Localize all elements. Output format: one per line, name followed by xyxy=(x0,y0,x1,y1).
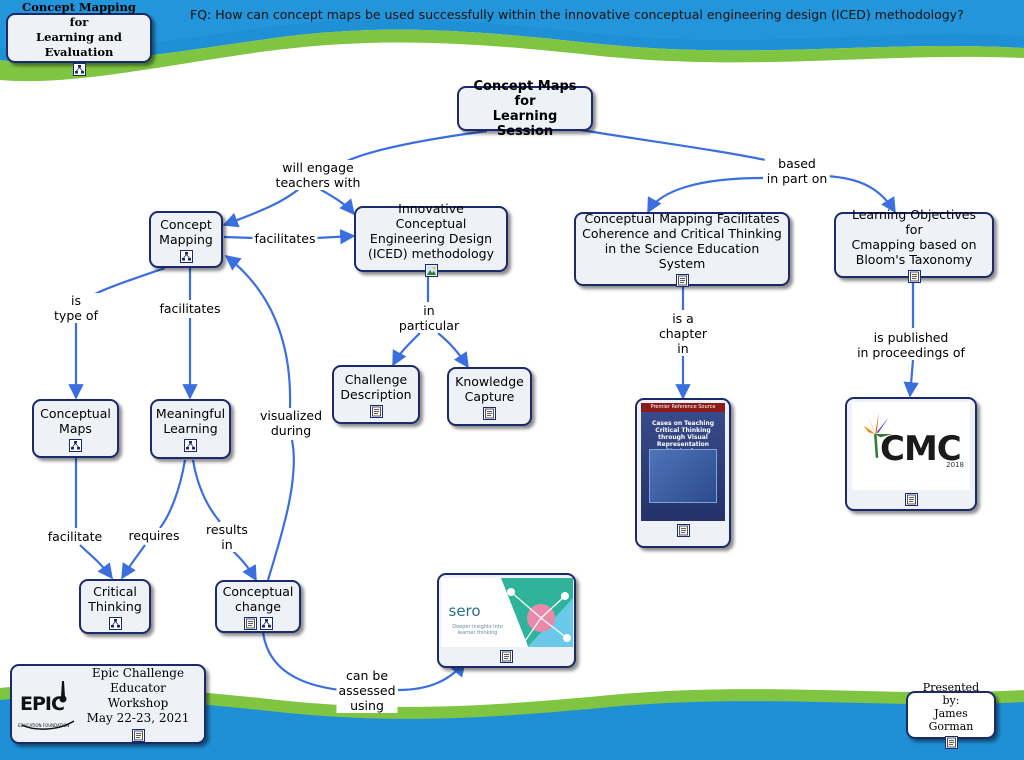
meaningful-label: Meaningful Learning xyxy=(155,406,226,436)
link-results-change xyxy=(231,549,257,582)
document-icon[interactable] xyxy=(907,270,921,283)
epic-logo: EPIC EDUCATION FOUNDATION xyxy=(18,677,78,731)
sero-tagline: Deeper insights into learner thinking xyxy=(452,624,503,636)
conceptual-maps-label: Conceptual Maps xyxy=(40,405,111,436)
link-label-requires: requires xyxy=(126,528,182,543)
document-icon[interactable] xyxy=(944,736,958,749)
cmc-logo: CMC 2018 xyxy=(852,402,970,490)
document-icon[interactable] xyxy=(904,493,918,506)
link-facilitates-iced xyxy=(315,229,356,245)
link-published-cmc xyxy=(903,359,919,398)
document-icon[interactable] xyxy=(676,524,690,537)
root-node-label: Concept Maps for Learning Session xyxy=(473,78,577,139)
link-will-engage-iced xyxy=(317,187,355,216)
link-label-visualized: visualized during xyxy=(257,408,325,438)
concept-map-icon[interactable] xyxy=(259,616,273,630)
sero-logo-text: sero xyxy=(448,602,481,620)
document-icon[interactable] xyxy=(675,274,689,287)
title-node-label: Concept Mapping for Learning and Evaluat… xyxy=(22,0,136,59)
meaningful-learning-node[interactable]: Meaningful Learning xyxy=(150,399,231,459)
sero-node[interactable]: sero Deeper insights into learner thinki… xyxy=(437,573,576,668)
objectives-node[interactable]: Learning Objectives for Cmapping based o… xyxy=(834,207,994,283)
concept-mapping-label: Concept Mapping xyxy=(159,216,213,247)
epic-logo-sub: EDUCATION FOUNDATION xyxy=(18,723,70,728)
iced-node[interactable]: Innovative Conceptual Engineering Design… xyxy=(354,201,508,277)
link-change-assessed xyxy=(261,631,341,692)
coherence-label: Conceptual Mapping Facilitates Coherence… xyxy=(582,211,782,271)
objectives-label: Learning Objectives for Cmapping based o… xyxy=(851,207,977,267)
document-icon[interactable] xyxy=(243,616,257,630)
epic-logo-text: EPIC xyxy=(20,693,65,715)
concept-map-icon[interactable] xyxy=(72,63,86,76)
link-change-visualized xyxy=(266,439,295,581)
link-ml-results xyxy=(191,459,221,523)
presenter-label: Presented by: James Gorman xyxy=(922,681,980,733)
critical-label: Critical Thinking xyxy=(88,583,142,614)
bird-of-paradise-icon xyxy=(863,411,893,458)
book-publisher-banner: Premier Reference Source xyxy=(641,403,725,412)
concept-map-icon[interactable] xyxy=(108,616,122,630)
conceptual-change-label: Conceptual change xyxy=(222,583,294,614)
link-label-facilitates-ml: facilitates xyxy=(157,301,223,316)
document-icon[interactable] xyxy=(369,404,383,418)
focus-question: FQ: How can concept maps be used success… xyxy=(190,7,964,22)
sero-banner: sero Deeper insights into learner thinki… xyxy=(440,578,573,647)
link-label-results-in: results in xyxy=(204,522,250,552)
link-label-published: is published in proceedings of xyxy=(855,330,967,360)
link-label-is-type-of: is type of xyxy=(52,293,100,323)
link-inpart-challenge xyxy=(392,332,421,367)
link-label-will-engage: will engage teachers with xyxy=(273,160,363,190)
link-label-is-chapter: is a chapter in xyxy=(656,311,710,356)
link-will-engage-cm xyxy=(222,187,301,228)
link-root-will-engage xyxy=(344,129,488,163)
document-icon[interactable] xyxy=(131,729,145,742)
book-cover-image: Premier Reference Source Cases on Teachi… xyxy=(641,403,725,521)
epic-logo-graphic xyxy=(21,681,75,730)
book-cover-node[interactable]: Premier Reference Source Cases on Teachi… xyxy=(635,398,731,548)
link-label-facilitates-iced: facilitates xyxy=(252,231,318,246)
sero-network-graphic xyxy=(500,578,573,647)
book-cover-art xyxy=(649,449,717,503)
epic-label: Epic Challenge Educator Workshop May 22-… xyxy=(86,666,190,725)
link-label-based-on: based in part on xyxy=(764,156,830,186)
iced-label: Innovative Conceptual Engineering Design… xyxy=(367,201,495,261)
link-requires-critical xyxy=(121,544,146,580)
document-icon[interactable] xyxy=(500,650,513,663)
link-ml-requires xyxy=(159,459,187,529)
concept-map-icon[interactable] xyxy=(69,438,82,452)
conceptual-change-node[interactable]: Conceptual change xyxy=(215,580,301,633)
root-node[interactable]: Concept Maps for Learning Session xyxy=(457,79,593,139)
link-label-in-particular: in particular xyxy=(396,303,462,333)
link-visualized-cm xyxy=(224,255,292,409)
cmc-conference-node[interactable]: CMC 2018 xyxy=(845,397,977,511)
critical-thinking-node[interactable]: Critical Thinking xyxy=(79,579,151,634)
concept-mapping-node[interactable]: Concept Mapping xyxy=(149,211,223,268)
knowledge-node[interactable]: Knowledge Capture xyxy=(447,367,532,426)
link-based-coherence xyxy=(647,176,764,214)
concept-map-icon[interactable] xyxy=(179,249,193,263)
concept-map-icon[interactable] xyxy=(184,439,197,452)
link-inpart-knowledge xyxy=(437,332,469,369)
challenge-label: Challenge Description xyxy=(340,371,412,402)
document-icon[interactable] xyxy=(483,406,496,420)
conceptual-maps-node[interactable]: Conceptual Maps xyxy=(32,399,119,458)
coherence-node[interactable]: Conceptual Mapping Facilitates Coherence… xyxy=(574,211,790,287)
image-icon[interactable] xyxy=(424,264,438,277)
epic-workshop-node[interactable]: EPIC EDUCATION FOUNDATION Epic Challenge… xyxy=(10,664,206,744)
link-based-objectives xyxy=(825,174,896,214)
link-root-based xyxy=(574,127,776,164)
link-label-assessed: can be assessed using xyxy=(336,668,398,713)
title-node[interactable]: Concept Mapping for Learning and Evaluat… xyxy=(6,0,152,76)
link-cm-iced xyxy=(223,235,255,240)
link-facilitate-critical xyxy=(79,544,113,580)
presenter-node[interactable]: Presented by: James Gorman xyxy=(906,681,996,749)
knowledge-label: Knowledge Capture xyxy=(455,373,524,404)
cmc-logo-year: 2018 xyxy=(946,461,964,469)
link-label-facilitate: facilitate xyxy=(45,529,105,544)
cmc-logo-text: CMC xyxy=(880,429,962,469)
challenge-node[interactable]: Challenge Description xyxy=(332,365,420,424)
